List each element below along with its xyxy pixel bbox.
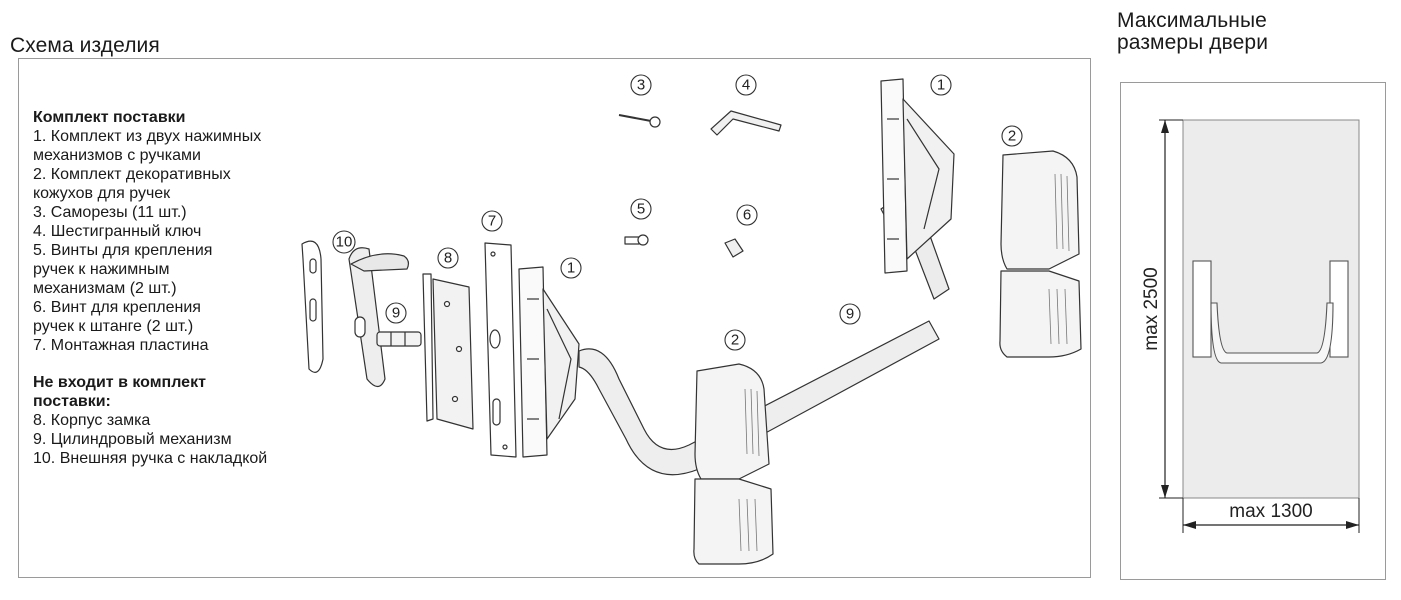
svg-text:10: 10 [336, 234, 353, 251]
hex-key-drawing [710, 110, 782, 136]
svg-text:3: 3 [637, 77, 645, 94]
svg-text:8: 8 [444, 250, 452, 267]
not-included-item: 9. Цилиндровый механизм [33, 431, 232, 448]
svg-text:7: 7 [488, 213, 496, 230]
not-included-item: 8. Корпус замка [33, 412, 151, 429]
not-included-heading: Не входит в комплект [33, 374, 206, 391]
svg-text:2: 2 [731, 332, 739, 349]
callout-2-back: 2 [1001, 125, 1023, 147]
handle-screw-drawing [624, 234, 649, 246]
door-size-title: Максимальные размеры двери [1117, 10, 1268, 54]
max-height-label: max 2500 [1141, 267, 1162, 350]
kit-heading: Комплект поставки [33, 109, 186, 126]
kit-item: ручек к штанге (2 шт.) [33, 318, 194, 335]
handle-cover-front-drawing [693, 363, 774, 565]
kit-item: 5. Винты для крепления [33, 242, 213, 259]
lock-body-drawing [422, 273, 474, 430]
svg-text:6: 6 [743, 207, 751, 224]
mounting-plate-drawing [484, 242, 517, 458]
self-tapping-screw-drawing [618, 114, 661, 128]
exploded-view-drawing: 1 1 2 2 3 4 5 6 7 8 9 9 10 [301, 74, 1082, 565]
callout-5: 5 [630, 198, 652, 220]
kit-list: Комплект поставки 1. Комплект из двух на… [33, 108, 267, 468]
callout-9-bar: 9 [839, 303, 861, 325]
kit-item: ручек к нажимным [33, 261, 170, 278]
kit-item: кожухов для ручек [33, 185, 171, 202]
cylinder-drawing [376, 331, 422, 347]
kit-item: механизмов с ручками [33, 147, 201, 164]
callout-8: 8 [437, 247, 459, 269]
schema-title: Схема изделия [10, 34, 160, 57]
svg-text:9: 9 [846, 306, 854, 323]
callout-10: 10 [332, 230, 356, 254]
not-included-item: 10. Внешняя ручка с накладкой [33, 450, 268, 467]
door-panic-bar [1192, 260, 1349, 364]
svg-text:4: 4 [742, 77, 750, 94]
door-size-title-line-2: размеры двери [1117, 31, 1269, 54]
door-dimensions-drawing: max 2500 max 1300 [1141, 119, 1360, 533]
callout-6: 6 [736, 204, 758, 226]
callout-9-cylinder: 9 [385, 302, 407, 324]
max-width-label: max 1300 [1229, 501, 1312, 522]
kit-item: 4. Шестигранный ключ [33, 223, 202, 240]
callout-4: 4 [735, 74, 757, 96]
callout-1-front: 1 [560, 257, 582, 279]
svg-text:5: 5 [637, 201, 645, 218]
kit-item: 7. Монтажная пластина [33, 337, 209, 354]
kit-item: 6. Винт для крепления [33, 299, 201, 316]
not-included-heading-cont: поставки: [33, 393, 111, 410]
callout-3: 3 [630, 74, 652, 96]
kit-item: механизмам (2 шт.) [33, 280, 177, 297]
handle-cover-back-drawing [999, 150, 1082, 358]
height-dimension: max 2500 [1141, 119, 1183, 499]
kit-item: 1. Комплект из двух нажимных [33, 128, 262, 145]
svg-text:1: 1 [567, 260, 575, 277]
svg-text:2: 2 [1008, 128, 1016, 145]
push-mechanism-back-drawing [880, 78, 955, 274]
svg-text:9: 9 [392, 305, 400, 322]
width-dimension: max 1300 [1182, 498, 1360, 533]
callout-7: 7 [481, 210, 503, 232]
callout-1-back: 1 [930, 74, 952, 96]
kit-item: 2. Комплект декоративных [33, 166, 231, 183]
outer-handle-drawing [301, 240, 410, 388]
push-mechanism-front-drawing [518, 266, 580, 458]
door-size-panel: max 2500 max 1300 [1120, 82, 1386, 580]
callout-2-front: 2 [724, 329, 746, 351]
door-size-title-line-1: Максимальные [1117, 9, 1267, 32]
svg-text:1: 1 [937, 77, 945, 94]
set-screw-drawing [724, 238, 744, 258]
schema-panel: Комплект поставки 1. Комплект из двух на… [18, 58, 1091, 578]
kit-item: 3. Саморезы (11 шт.) [33, 204, 187, 221]
